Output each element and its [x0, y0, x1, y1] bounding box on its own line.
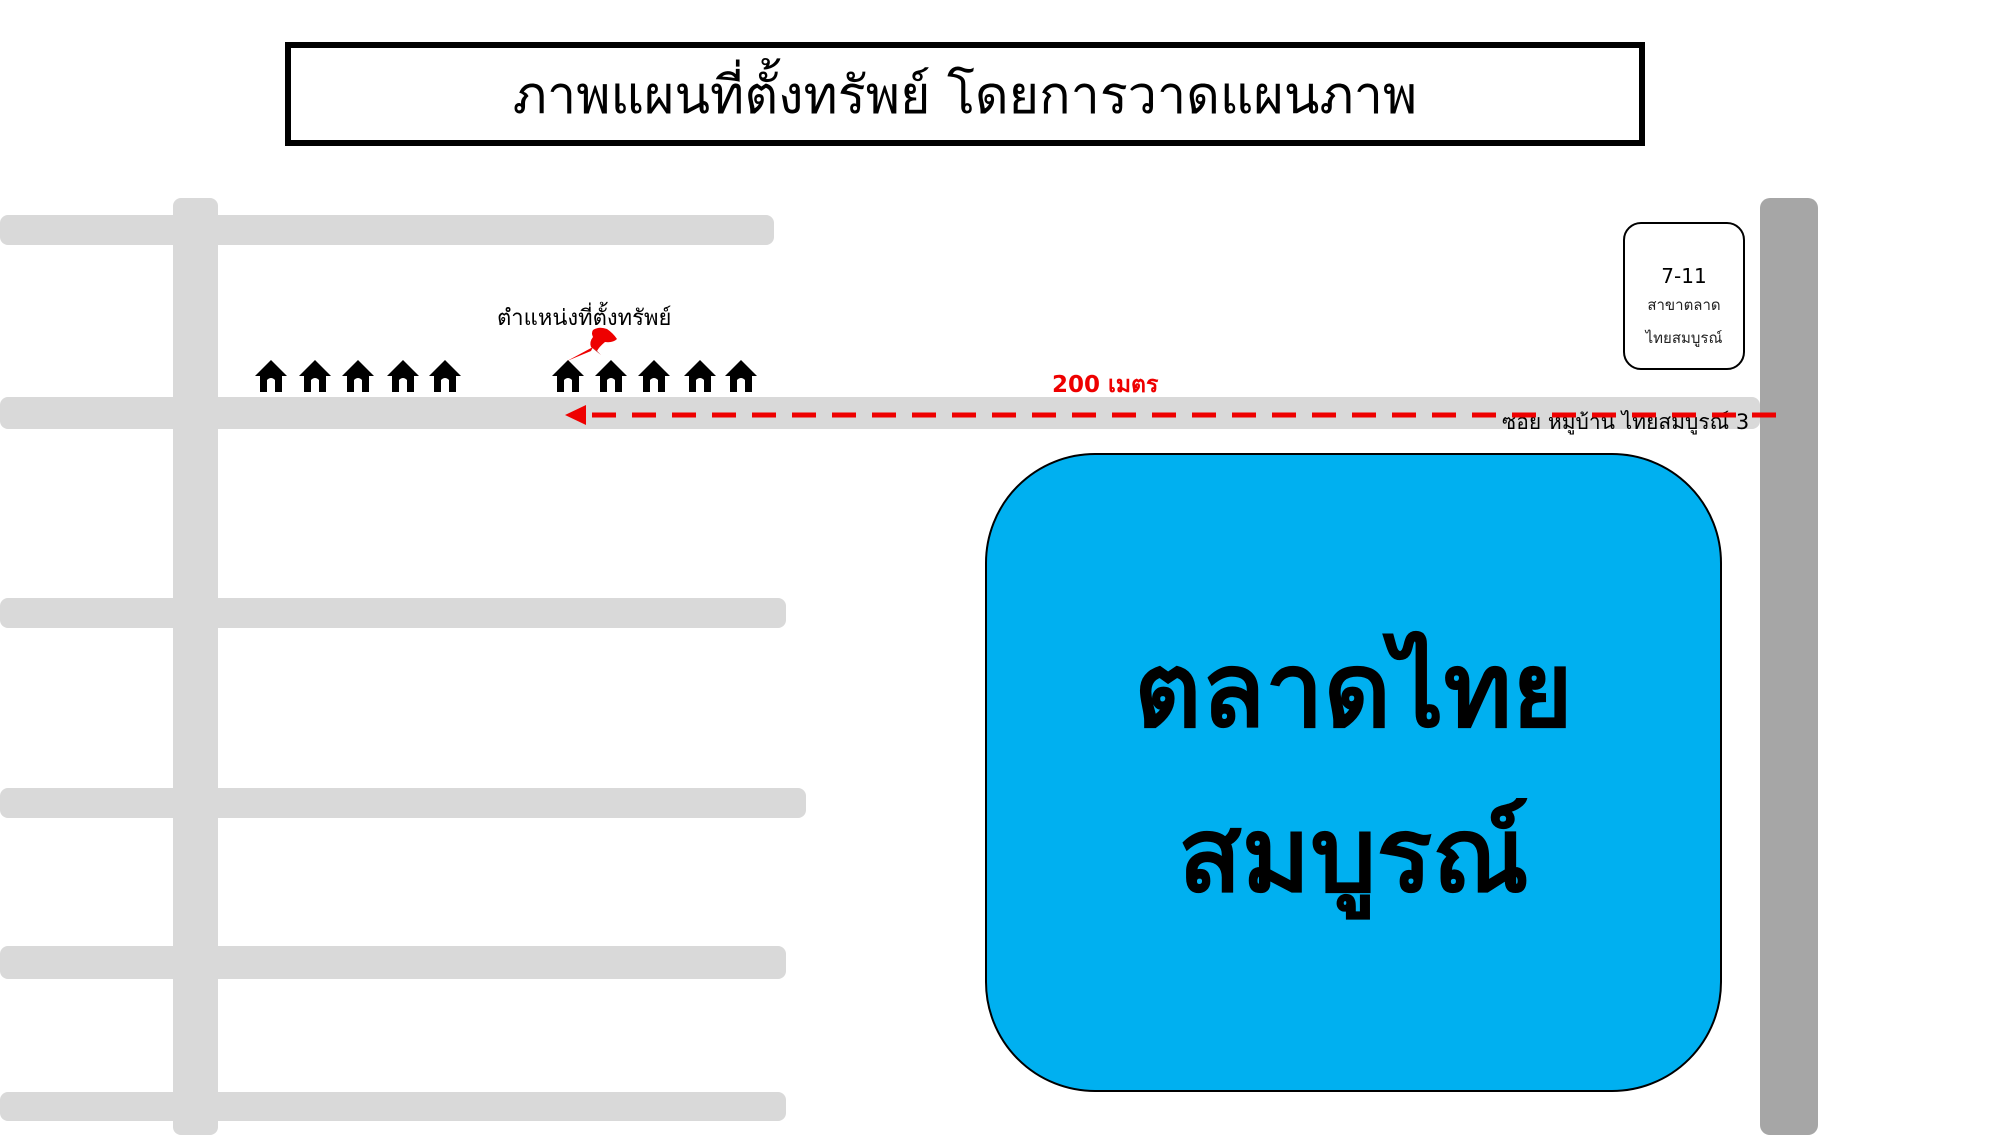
house-icon: [255, 360, 287, 392]
horizontal-road-1: [0, 215, 774, 245]
pushpin-icon: [567, 327, 617, 361]
asset-location-label: ตำแหน่งที่ตั้งทรัพย์: [497, 306, 672, 331]
market-block: ตลาดไทย สมบูรณ์: [985, 453, 1722, 1092]
house-icon: [342, 360, 374, 392]
map-title: ภาพแผนที่ตั้งทรัพย์ โดยการวาดแผนภาพ: [285, 42, 1645, 146]
horizontal-road-6: [0, 1092, 786, 1121]
route-arrow: [565, 405, 1788, 425]
house-icon: [299, 360, 331, 392]
vertical-road: [173, 198, 218, 1135]
distance-label: 200 เมตร: [1052, 372, 1159, 398]
horizontal-road-3: [0, 598, 786, 628]
store-name: 7-11: [1661, 264, 1707, 288]
store-7-11: 7-11 สาขาตลาด ไทยสมบูรณ์: [1623, 222, 1745, 370]
store-branch-line1: สาขาตลาด: [1647, 296, 1721, 314]
house-icon: [684, 360, 716, 392]
soi-label: ซอย หมู่บ้าน ไทยสมบูรณ์ 3: [1502, 410, 1750, 434]
horizontal-road-4: [0, 788, 806, 818]
house-icon: [387, 360, 419, 392]
house-icon: [595, 360, 627, 392]
market-name-line2: สมบูรณ์: [1178, 793, 1529, 916]
horizontal-road-5: [0, 946, 786, 979]
house-icon: [638, 360, 670, 392]
main-road: [1760, 198, 1818, 1135]
house-icon: [429, 360, 461, 392]
store-branch-line2: ไทยสมบูรณ์: [1645, 329, 1723, 347]
market-name-line1: ตลาดไทย: [1133, 628, 1573, 751]
house-icon: [552, 360, 584, 392]
house-icon: [725, 360, 757, 392]
